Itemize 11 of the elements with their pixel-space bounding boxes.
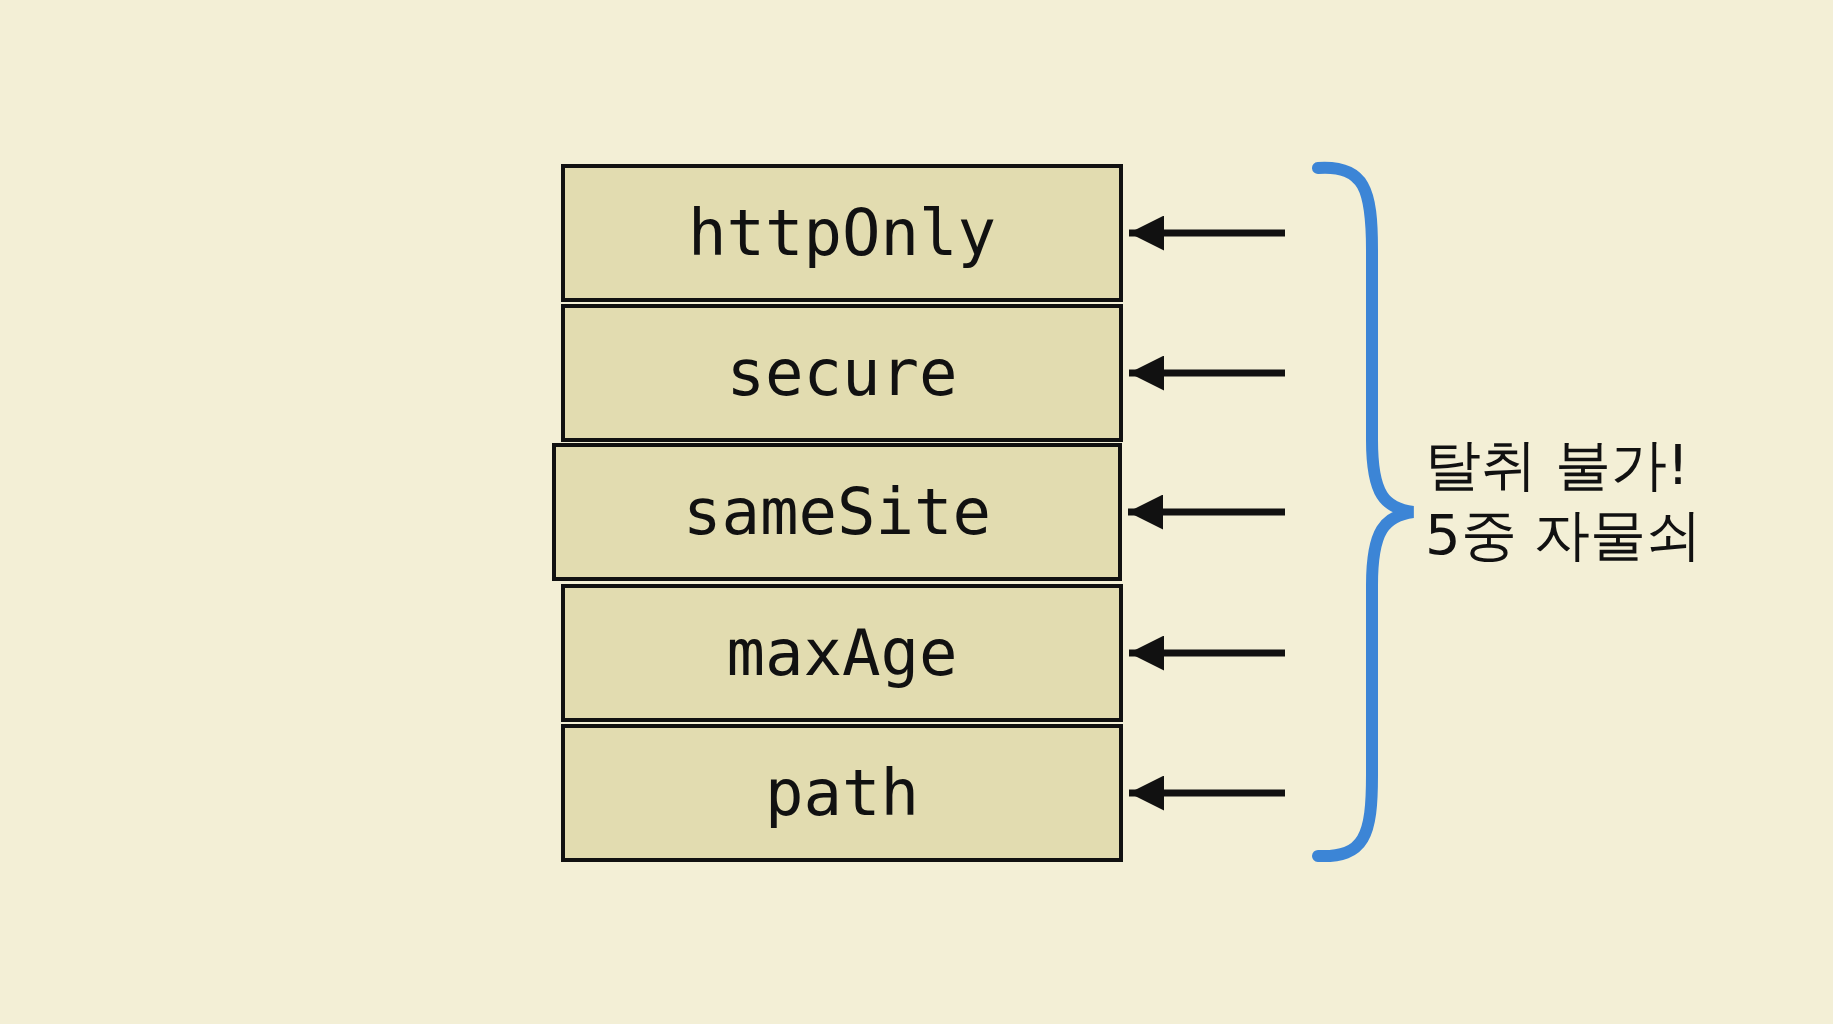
- note-text: 탈취 불가! 5중 자물쇠: [1425, 431, 1704, 569]
- attribute-name: sameSite: [682, 475, 992, 549]
- attribute-name: maxAge: [726, 616, 958, 690]
- attribute-name: httpOnly: [687, 196, 997, 270]
- attribute-box: [561, 164, 1123, 302]
- attribute-name: secure: [726, 336, 958, 410]
- attribute-name: path: [764, 756, 920, 830]
- attribute-box: [561, 584, 1123, 722]
- attribute-box: [561, 724, 1123, 862]
- attribute-box: [561, 304, 1123, 442]
- attribute-box: [552, 443, 1122, 581]
